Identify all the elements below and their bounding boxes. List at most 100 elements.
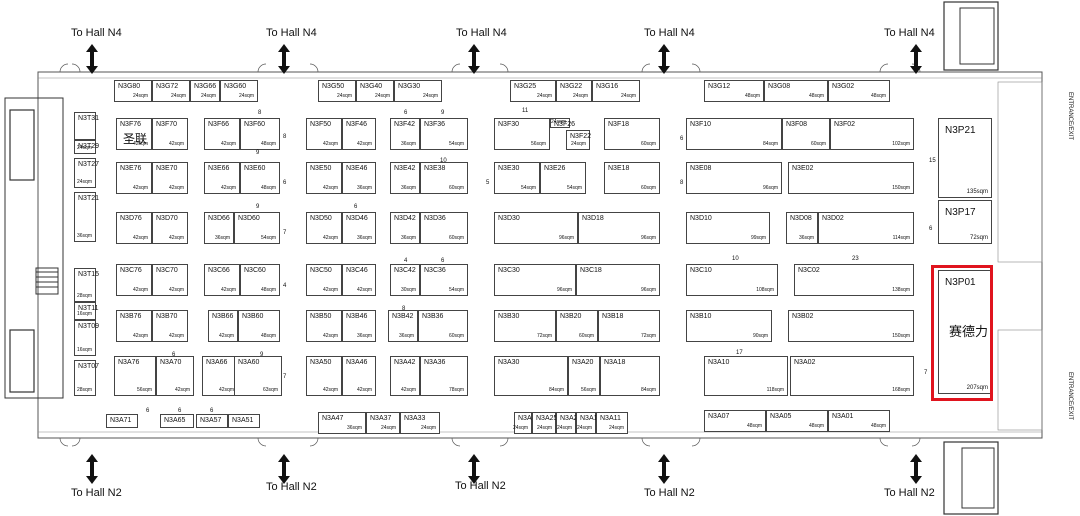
booth-n3a51[interactable]: N3A51 — [228, 414, 260, 428]
booth-n3t31[interactable]: N3T31 — [74, 112, 99, 140]
booth-n3a65[interactable]: N3A65 — [160, 414, 194, 428]
booth-n3a57[interactable]: N3A57 — [196, 414, 228, 428]
